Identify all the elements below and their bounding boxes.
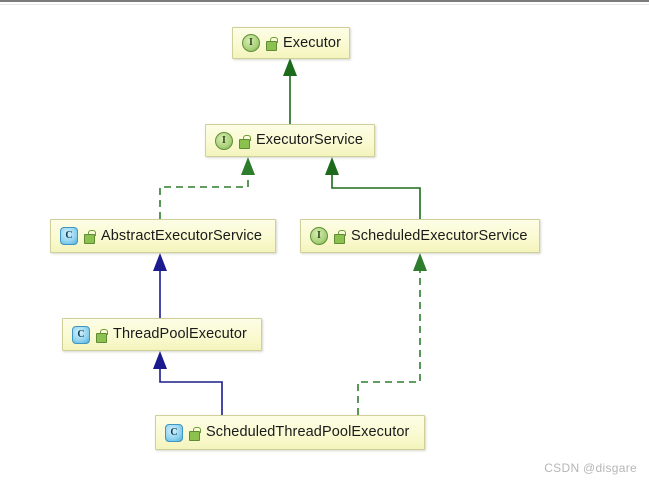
edge-threadpool-to-abstract [153,253,167,318]
class-node-thread-pool-executor[interactable]: C ThreadPoolExecutor [62,318,262,351]
class-node-label: ThreadPoolExecutor [113,326,247,343]
class-node-executor-service[interactable]: I ExecutorService [205,124,375,157]
class-node-abstract-executor-service[interactable]: C AbstractExecutorService [50,219,276,253]
edge-scheduledservice-to-executorservice [325,157,421,219]
class-node-scheduled-executor-service[interactable]: I ScheduledExecutorService [300,219,540,253]
class-node-scheduled-thread-pool-executor[interactable]: C ScheduledThreadPoolExecutor [155,415,425,450]
class-node-executor[interactable]: I Executor [232,27,350,59]
class-node-label: Executor [283,34,342,51]
edge-executorservice-to-executor [283,58,297,124]
lock-icon [189,426,201,441]
edge-scheduledpool-to-threadpool [153,351,223,415]
class-node-label: ScheduledExecutorService [351,227,528,244]
class-icon: C [165,423,183,442]
class-node-label: AbstractExecutorService [101,227,263,244]
interface-icon: I [310,227,328,245]
interface-icon: I [242,34,260,52]
class-node-label: ExecutorService [256,132,364,149]
interface-icon: I [215,131,233,150]
edge-abstract-to-executorservice [159,157,255,219]
lock-icon [334,230,346,244]
lock-icon [84,230,96,244]
lock-icon [96,328,108,343]
class-icon: C [72,325,90,344]
class-icon: C [60,227,78,245]
window-top-border [0,0,649,2]
lock-icon [239,134,251,149]
window-top-border-highlight [0,4,649,5]
lock-icon [266,37,278,51]
watermark: CSDN @disgare [544,461,637,475]
edge-scheduledpool-to-scheduledservice [357,253,427,415]
class-node-label: ScheduledThreadPoolExecutor [206,424,410,441]
